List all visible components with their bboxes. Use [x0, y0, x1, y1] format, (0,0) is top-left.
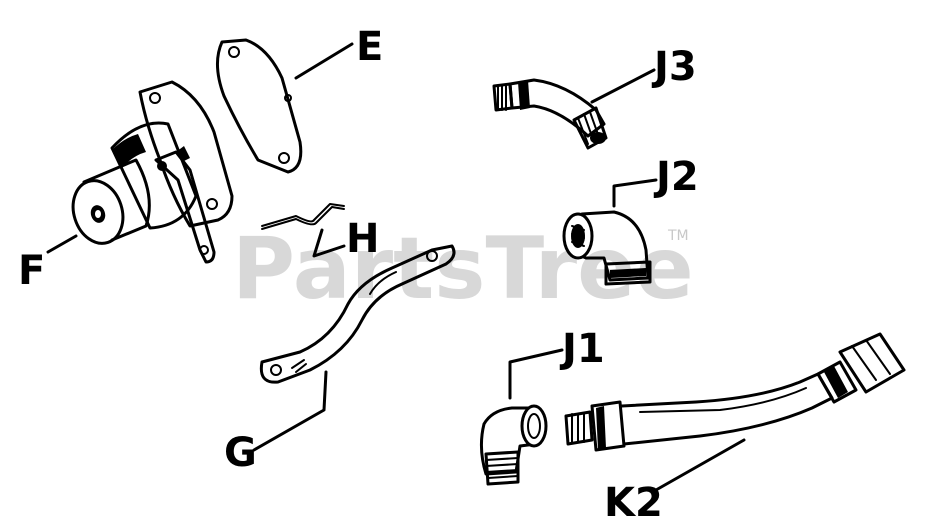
- part-e-gasket[interactable]: [216, 38, 303, 174]
- part-f-assembly[interactable]: [65, 80, 234, 264]
- leader-j2: [612, 178, 658, 208]
- label-j2: J2: [653, 154, 699, 200]
- leader-k2: [654, 438, 746, 492]
- leader-j3: [590, 68, 656, 104]
- watermark-text: PartsTree: [232, 219, 694, 319]
- part-j1-elbow[interactable]: [479, 404, 548, 486]
- part-j3-fitting[interactable]: [492, 78, 608, 150]
- watermark-tm: TM: [667, 228, 689, 244]
- label-j1: J1: [559, 326, 605, 372]
- label-g: G: [224, 430, 257, 476]
- leader-e: [294, 42, 354, 80]
- label-h: H: [346, 216, 379, 262]
- label-k2: K2: [604, 480, 663, 526]
- leader-f: [46, 234, 78, 254]
- part-j2-elbow[interactable]: [562, 210, 652, 286]
- part-k2-hose[interactable]: [564, 332, 906, 452]
- leader-j1: [508, 348, 564, 400]
- leader-g: [252, 370, 328, 452]
- label-e: E: [356, 24, 383, 70]
- part-h-clip[interactable]: [261, 203, 345, 230]
- leader-h: [312, 228, 346, 258]
- part-g-bracket[interactable]: [259, 244, 456, 384]
- label-f: F: [18, 248, 45, 294]
- label-j3: J3: [651, 44, 697, 90]
